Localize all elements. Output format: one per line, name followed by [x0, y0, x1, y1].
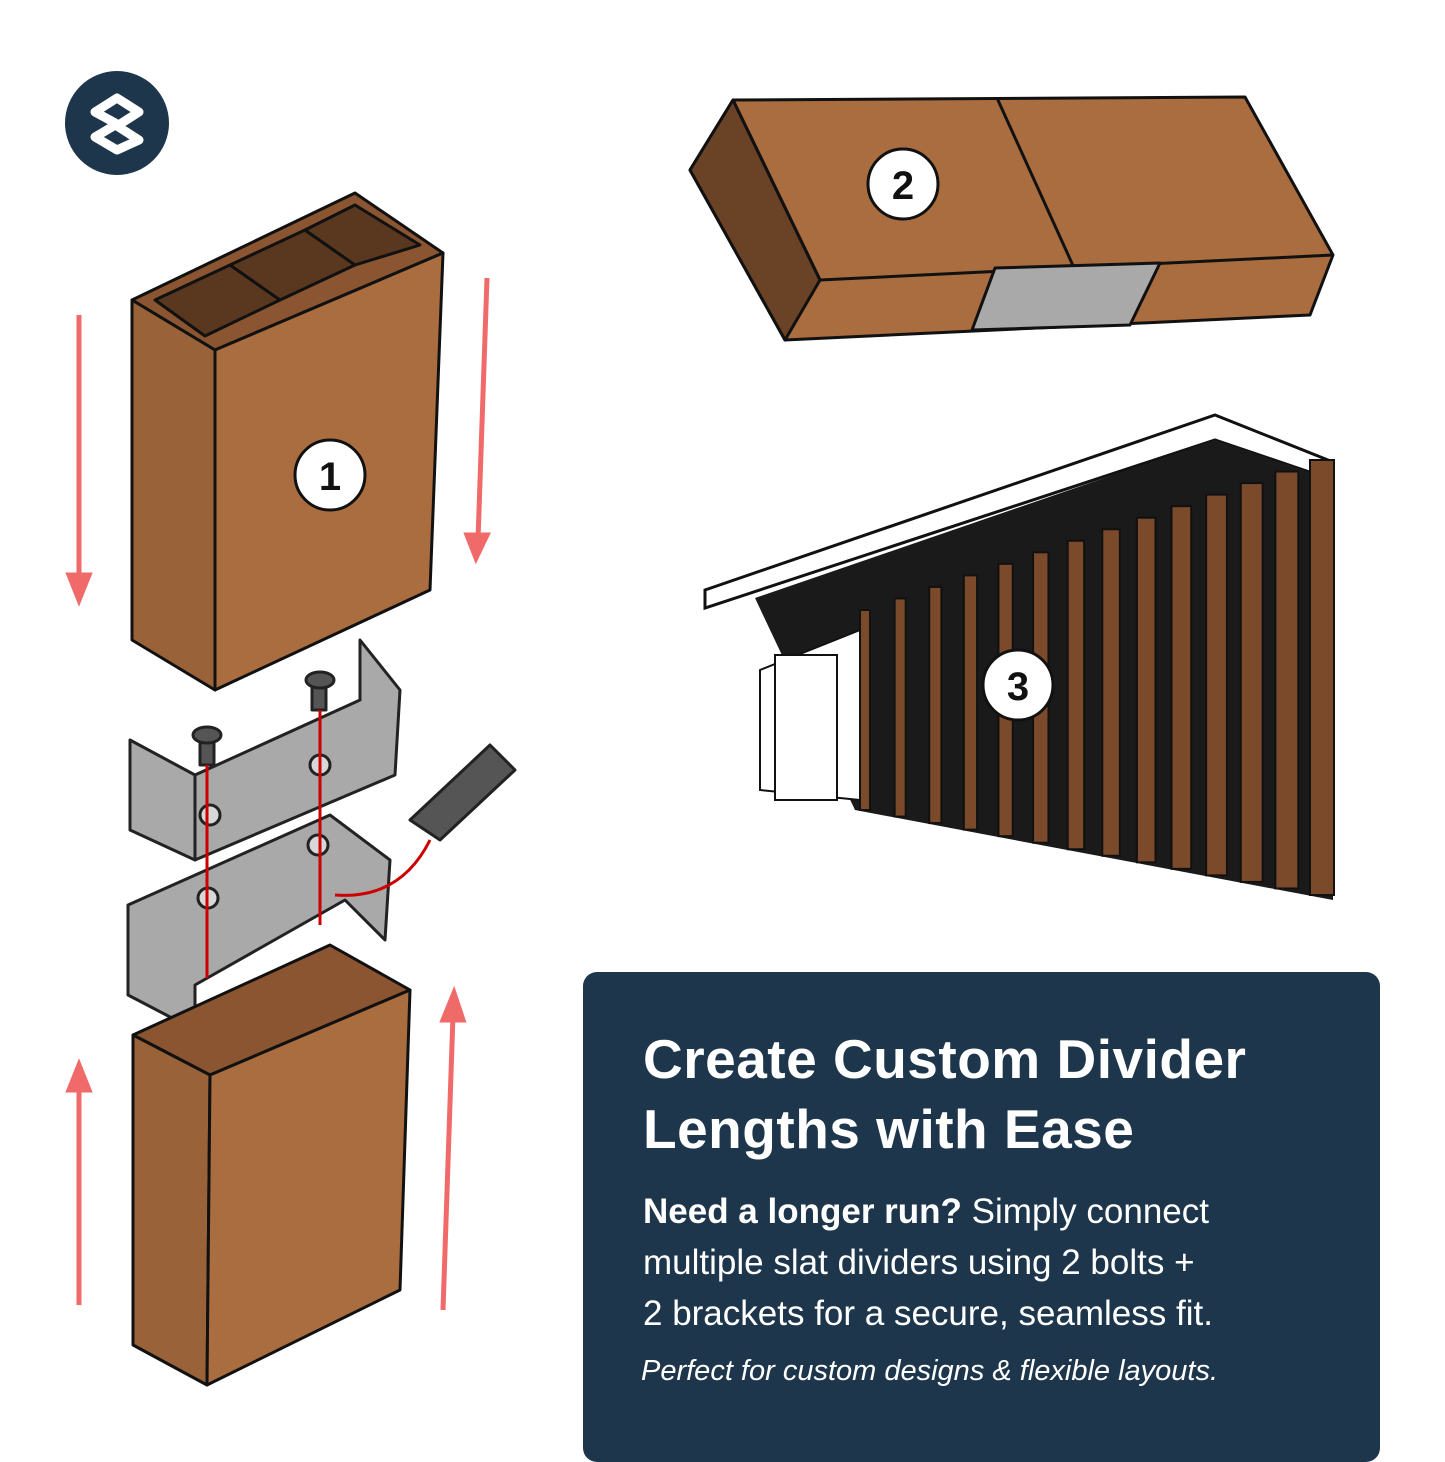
slat — [1066, 539, 1086, 851]
slat — [1135, 516, 1157, 864]
body-line-1: Need a longer run? Simply connect — [643, 1186, 1363, 1237]
slat — [1274, 470, 1300, 890]
slat-block-bottom — [131, 943, 412, 1387]
title-line-2: Lengths with Ease — [643, 1098, 1135, 1160]
svg-text:3: 3 — [1007, 665, 1029, 709]
step-badge-2: 2 — [866, 147, 940, 221]
direction-arrows — [65, 277, 491, 1311]
slat — [1309, 459, 1335, 896]
panel-body: Need a longer run? Simply connect multip… — [643, 1186, 1363, 1339]
slat — [1170, 505, 1193, 870]
slat-block-top — [130, 191, 445, 692]
svg-text:2: 2 — [892, 164, 914, 208]
slat — [962, 574, 979, 831]
slat — [859, 609, 871, 811]
body-line-3: 2 brackets for a secure, seamless fit. — [643, 1294, 1213, 1333]
title-line-1: Create Custom Divider — [643, 1028, 1247, 1090]
info-panel: Create Custom Divider Lengths with Ease … — [583, 972, 1380, 1462]
body-bold: Need a longer run? — [643, 1192, 962, 1231]
step-badge-1: 1 — [293, 438, 367, 512]
slat — [893, 597, 907, 818]
svg-text:1: 1 — [319, 455, 341, 499]
body-line-2: multiple slat dividers using 2 bolts + — [643, 1243, 1195, 1282]
body-rest: Simply connect — [961, 1192, 1209, 1231]
step-badge-3: 3 — [981, 648, 1055, 722]
panel-title: Create Custom Divider Lengths with Ease — [643, 1024, 1246, 1164]
slat — [1101, 528, 1121, 857]
panel-note: Perfect for custom designs & flexible la… — [641, 1355, 1219, 1387]
slat — [1239, 482, 1264, 883]
slat — [1205, 493, 1228, 877]
brand-logo — [65, 71, 169, 175]
metal-brackets — [126, 638, 517, 1032]
joined-slat-blocks — [688, 95, 1335, 342]
slat — [928, 585, 943, 825]
assembly-guides — [205, 710, 432, 978]
